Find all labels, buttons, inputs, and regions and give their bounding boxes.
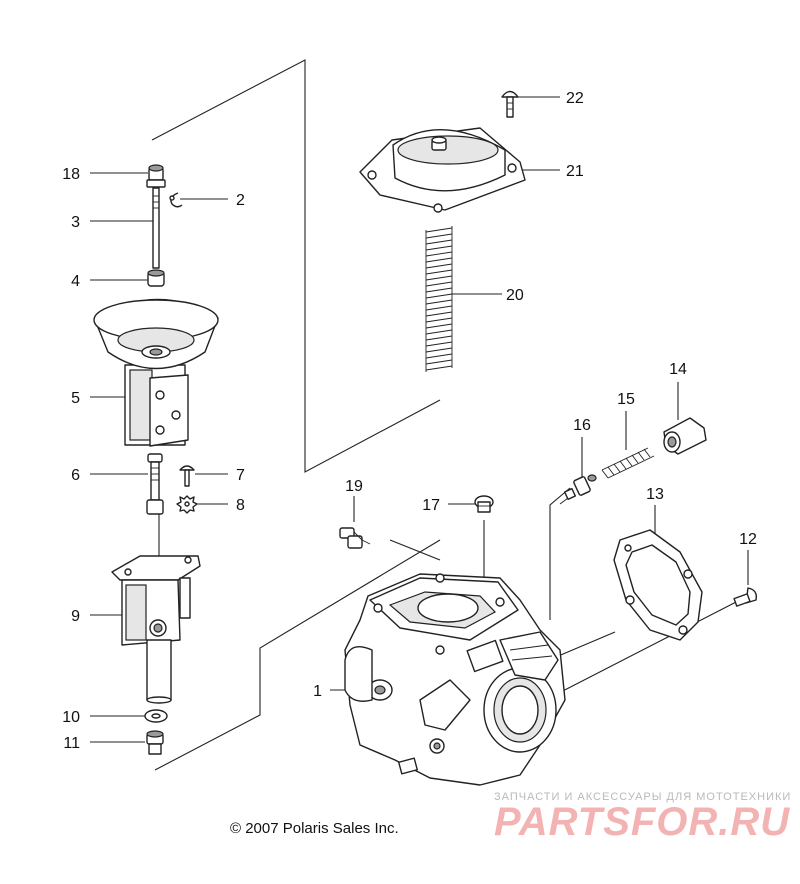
- callout-14: 14: [669, 361, 687, 378]
- callout-9: 9: [71, 608, 80, 625]
- part-2-clip: [169, 192, 183, 208]
- callout-3: 3: [71, 214, 80, 231]
- callout-12: 12: [739, 531, 757, 548]
- part-10-washer: [144, 709, 168, 723]
- callout-2: 2: [236, 192, 245, 209]
- part-5-diaphragm-slide: [93, 298, 219, 447]
- part-7-screw: [179, 465, 195, 487]
- part-14-cap: [663, 417, 707, 455]
- part-1-carburetor-body: [344, 573, 566, 786]
- callout-13: 13: [646, 486, 664, 503]
- part-11-jet: [146, 730, 164, 755]
- callout-17: 17: [422, 497, 440, 514]
- callout-8: 8: [236, 497, 245, 514]
- watermark-caption: ЗАПЧАСТИ И АКСЕССУАРЫ ДЛЯ МОТОТЕХНИКИ: [494, 791, 792, 803]
- part-17-screw: [474, 495, 494, 513]
- copyright-notice: © 2007 Polaris Sales Inc.: [230, 820, 399, 837]
- callout-1: 1: [313, 683, 322, 700]
- part-18-nut: [146, 164, 166, 188]
- callout-4: 4: [71, 273, 80, 290]
- part-15-spring: [601, 447, 655, 479]
- callout-10: 10: [62, 709, 80, 726]
- part-21-top-cover: [359, 127, 526, 213]
- callout-5: 5: [71, 390, 80, 407]
- callout-16: 16: [573, 417, 591, 434]
- callout-19: 19: [345, 478, 363, 495]
- callout-7: 7: [236, 467, 245, 484]
- callout-21: 21: [566, 163, 584, 180]
- part-12-screw: [733, 587, 758, 607]
- part-4-spacer: [147, 269, 165, 287]
- part-6-jet-holder: [146, 453, 164, 515]
- part-16-valve: [559, 474, 597, 505]
- part-8-star-washer: [176, 495, 198, 514]
- callout-15: 15: [617, 391, 635, 408]
- part-22-screw: [501, 90, 519, 118]
- part-19-screw: [339, 527, 371, 549]
- part-20-spring: [425, 226, 453, 372]
- callout-20: 20: [506, 287, 524, 304]
- watermark-logo: PARTSFOR.RU: [494, 800, 791, 844]
- callout-11: 11: [63, 735, 80, 752]
- callout-18: 18: [62, 166, 80, 183]
- part-13-gasket: [613, 529, 703, 641]
- callout-leaders: [90, 96, 749, 743]
- callout-22: 22: [566, 90, 584, 107]
- callout-6: 6: [71, 467, 80, 484]
- callout-labels: 1 2 3 4 5 6 7 8 9 10 11 12 13 14 15 16 1…: [62, 90, 757, 752]
- part-9-bracket: [111, 555, 201, 704]
- part-3-needle: [152, 187, 160, 269]
